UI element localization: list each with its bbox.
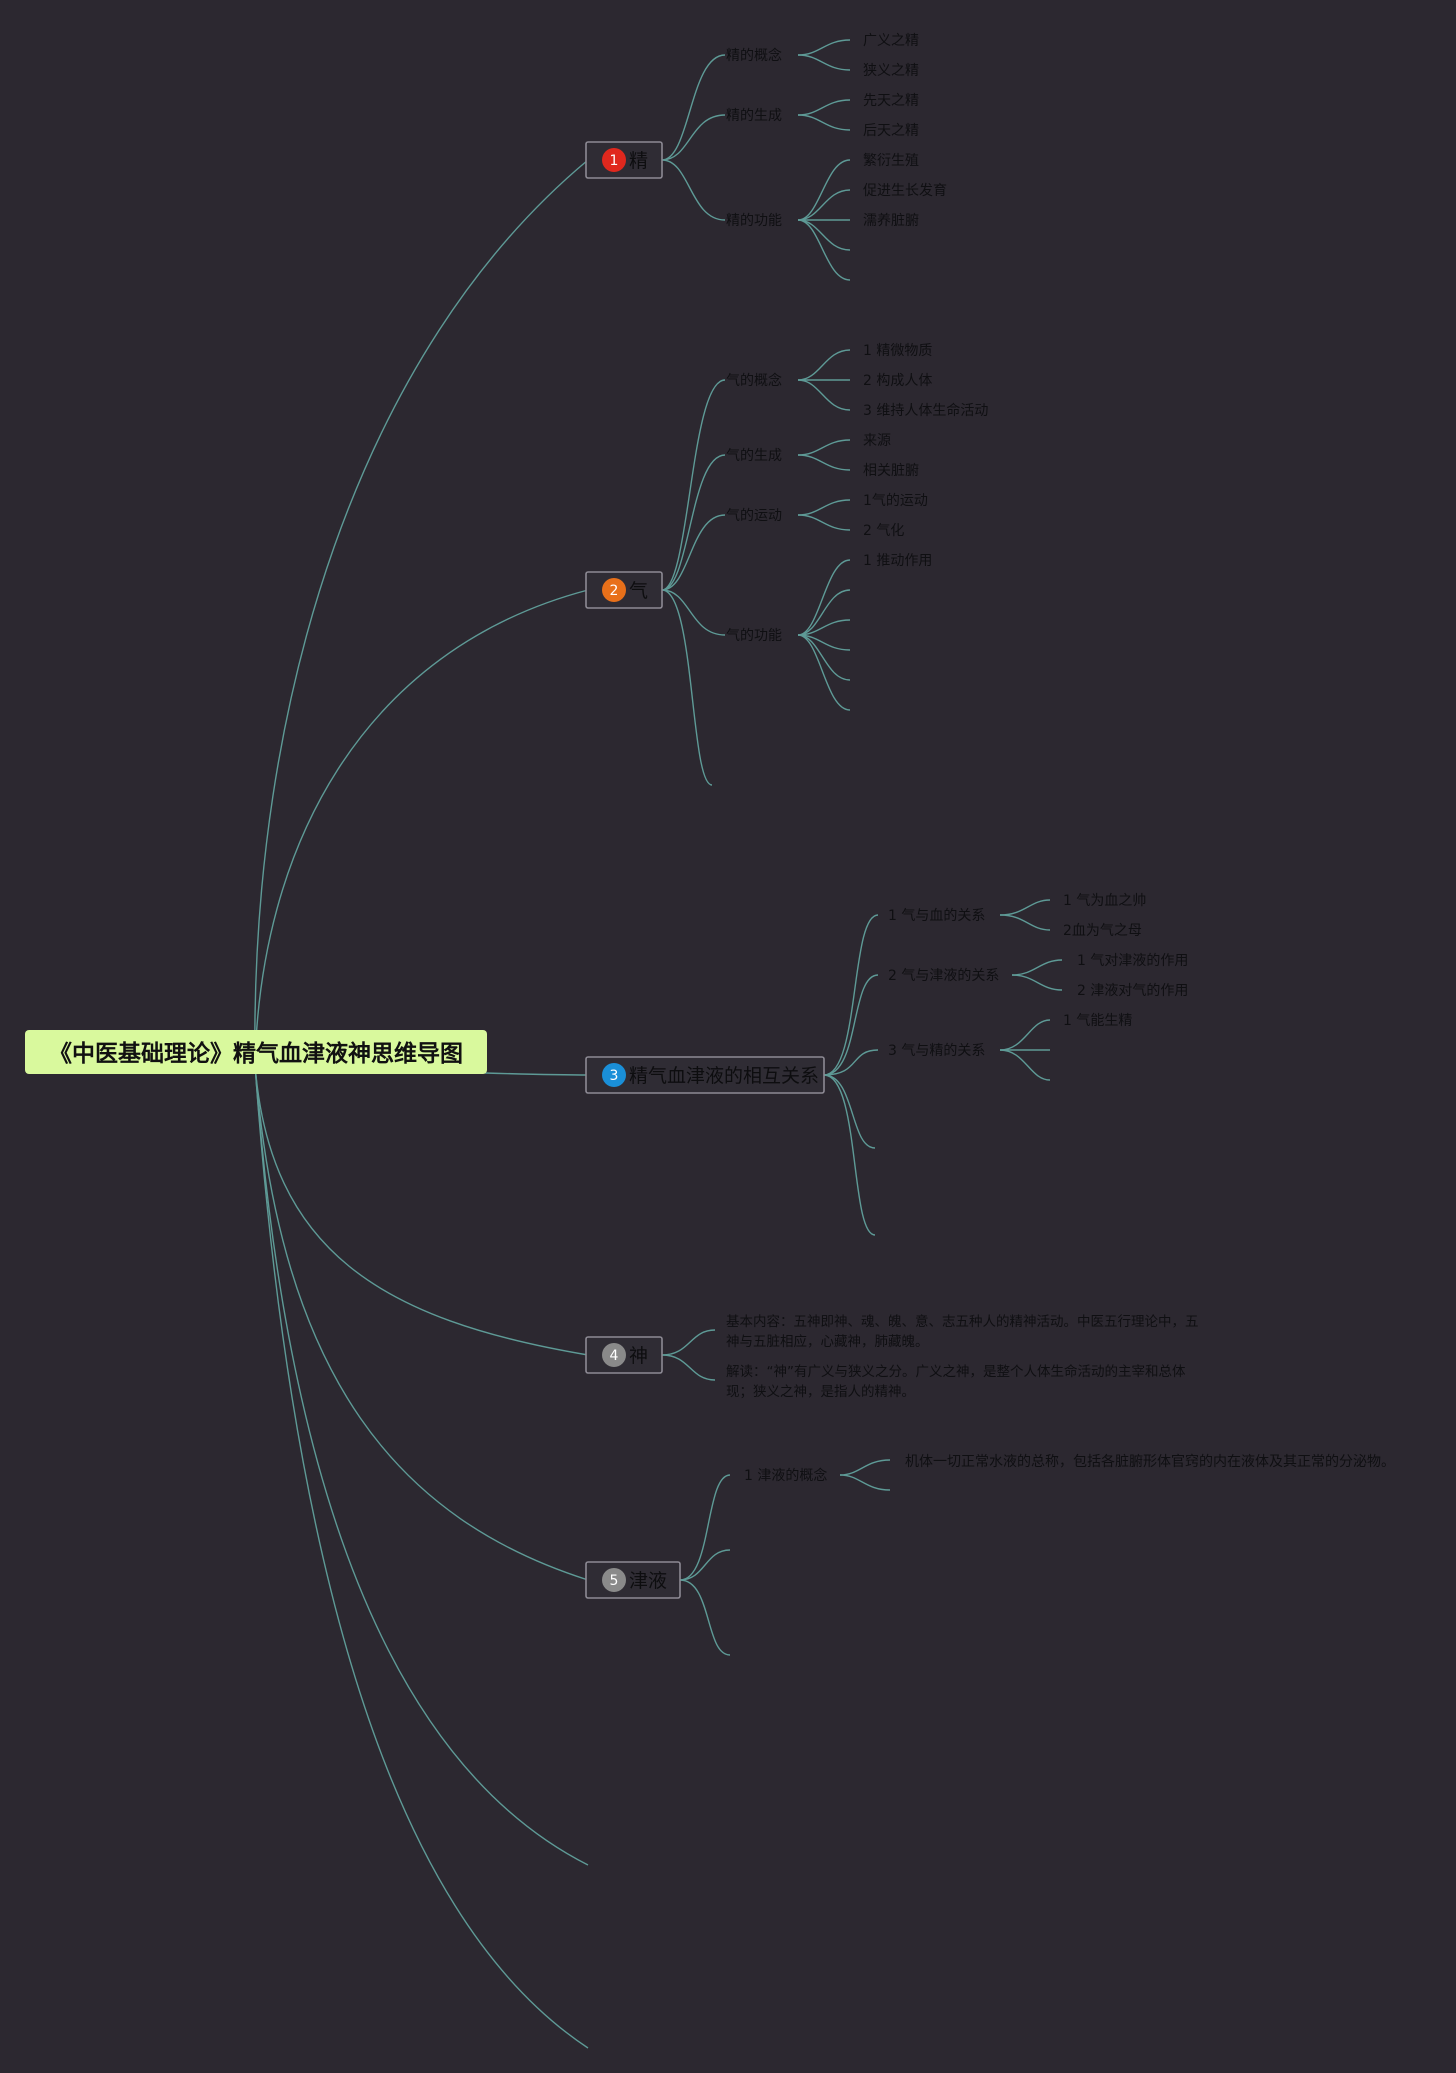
leaf-topic[interactable]: 2 气化 [863, 523, 904, 539]
root-title: 《中医基础理论》精气血津液神思维导图 [49, 1040, 463, 1067]
leaf-topic[interactable]: 广义之精 [863, 33, 919, 49]
note-line[interactable]: 解读：“神”有广义与狭义之分。广义之神，是整个人体生命活动的主宰和总体 [726, 1363, 1186, 1380]
branch-jing-subtopics: 精的概念 精的生成 精的功能 广义之精 狭义之精 先天之精 后天之精 繁衍生殖 … [726, 33, 947, 229]
branch-jinye-label: 津液 [629, 1570, 667, 1592]
leaf-topic[interactable]: 2 构成人体 [863, 373, 932, 389]
branch-jinye-subtopics: 1 津液的概念 机体一切正常水液的总称，包括各脏腑形体官窍的内在液体及其正常的分… [744, 1453, 1395, 1484]
leaf-topic[interactable]: 来源 [863, 433, 891, 449]
leaf-topic[interactable]: 繁衍生殖 [863, 152, 919, 169]
note-line[interactable]: 神与五脏相应，心藏神，肺藏魄。 [726, 1333, 929, 1350]
branch-relation-subtopics: 1 气与血的关系 2 气与津液的关系 3 气与精的关系 1 气为血之帅 2血为气… [888, 893, 1188, 1059]
branch-qi-subtopics: 气的概念 气的生成 气的运动 气的功能 1 精微物质 2 构成人体 3 维持人体… [726, 343, 988, 644]
branch-jinye[interactable]: 5 津液 [585, 1561, 681, 1599]
priority-1-number: 1 [610, 153, 619, 169]
leaf-topic[interactable]: 狭义之精 [863, 63, 919, 79]
note-line[interactable]: 现；狭义之神，是指人的精神。 [726, 1384, 915, 1400]
leaf-topic[interactable]: 1 气为血之帅 [1063, 893, 1146, 909]
priority-5-icon [602, 1568, 626, 1592]
leaf-topic[interactable]: 1气的运动 [863, 493, 928, 509]
branch-shen[interactable]: 4 神 [585, 1336, 663, 1374]
sub-topic[interactable]: 精的生成 [726, 108, 782, 124]
sub-topic[interactable]: 1 气与血的关系 [888, 908, 985, 924]
leaf-topic[interactable]: 1 精微物质 [863, 343, 932, 359]
sub-topic[interactable]: 气的概念 [726, 372, 782, 389]
leaf-topic[interactable]: 1 推动作用 [863, 553, 932, 569]
sub-topic[interactable]: 3 气与精的关系 [888, 1043, 985, 1059]
priority-3-number: 3 [610, 1068, 619, 1084]
branch-jing-label: 精 [629, 150, 648, 172]
priority-3-icon [602, 1063, 626, 1087]
leaf-topic[interactable]: 相关脏腑 [863, 463, 919, 479]
priority-2-number: 2 [610, 583, 619, 599]
leaf-topic[interactable]: 先天之精 [863, 93, 919, 109]
leaf-topic[interactable]: 促进生长发育 [863, 183, 947, 199]
sub-topic[interactable]: 1 津液的概念 [744, 1467, 827, 1484]
leaf-topic[interactable]: 2 津液对气的作用 [1077, 983, 1188, 999]
sub-topic[interactable]: 气的运动 [726, 508, 782, 524]
sub-topic[interactable]: 2 气与津液的关系 [888, 968, 999, 984]
priority-4-icon [602, 1343, 626, 1367]
branch-jing[interactable]: 1 精 [585, 141, 663, 179]
root-node[interactable]: 《中医基础理论》精气血津液神思维导图 [25, 1030, 487, 1074]
leaf-topic[interactable]: 1 气能生精 [1063, 1013, 1132, 1029]
sub-topic[interactable]: 气的功能 [726, 628, 782, 644]
leaf-topic[interactable]: 1 气对津液的作用 [1077, 953, 1188, 969]
branch-qi-label: 气 [629, 580, 648, 602]
sub-topic[interactable]: 精的概念 [726, 47, 782, 64]
leaf-topic[interactable]: 机体一切正常水液的总称，包括各脏腑形体官窍的内在液体及其正常的分泌物。 [905, 1453, 1395, 1470]
priority-1-icon [602, 148, 626, 172]
leaf-topic[interactable]: 2血为气之母 [1063, 923, 1142, 939]
note-line[interactable]: 基本内容：五神即神、魂、魄、意、志五种人的精神活动。中医五行理论中，五 [726, 1313, 1199, 1330]
priority-2-icon [602, 578, 626, 602]
priority-4-number: 4 [610, 1348, 619, 1364]
branch-shen-notes: 基本内容：五神即神、魂、魄、意、志五种人的精神活动。中医五行理论中，五 神与五脏… [726, 1313, 1199, 1400]
connector-lines [254, 39, 1063, 2049]
branch-shen-label: 神 [629, 1345, 648, 1367]
sub-topic[interactable]: 气的生成 [726, 448, 782, 464]
branch-relation[interactable]: 3 精气血津液的相互关系 [585, 1056, 825, 1094]
leaf-topic[interactable]: 3 维持人体生命活动 [863, 402, 988, 419]
sub-topic[interactable]: 精的功能 [726, 213, 782, 229]
branch-qi[interactable]: 2 气 [585, 571, 663, 609]
leaf-topic[interactable]: 濡养脏腑 [863, 213, 919, 229]
leaf-topic[interactable]: 后天之精 [863, 123, 919, 139]
branch-relation-label: 精气血津液的相互关系 [629, 1065, 819, 1087]
priority-5-number: 5 [610, 1573, 619, 1589]
